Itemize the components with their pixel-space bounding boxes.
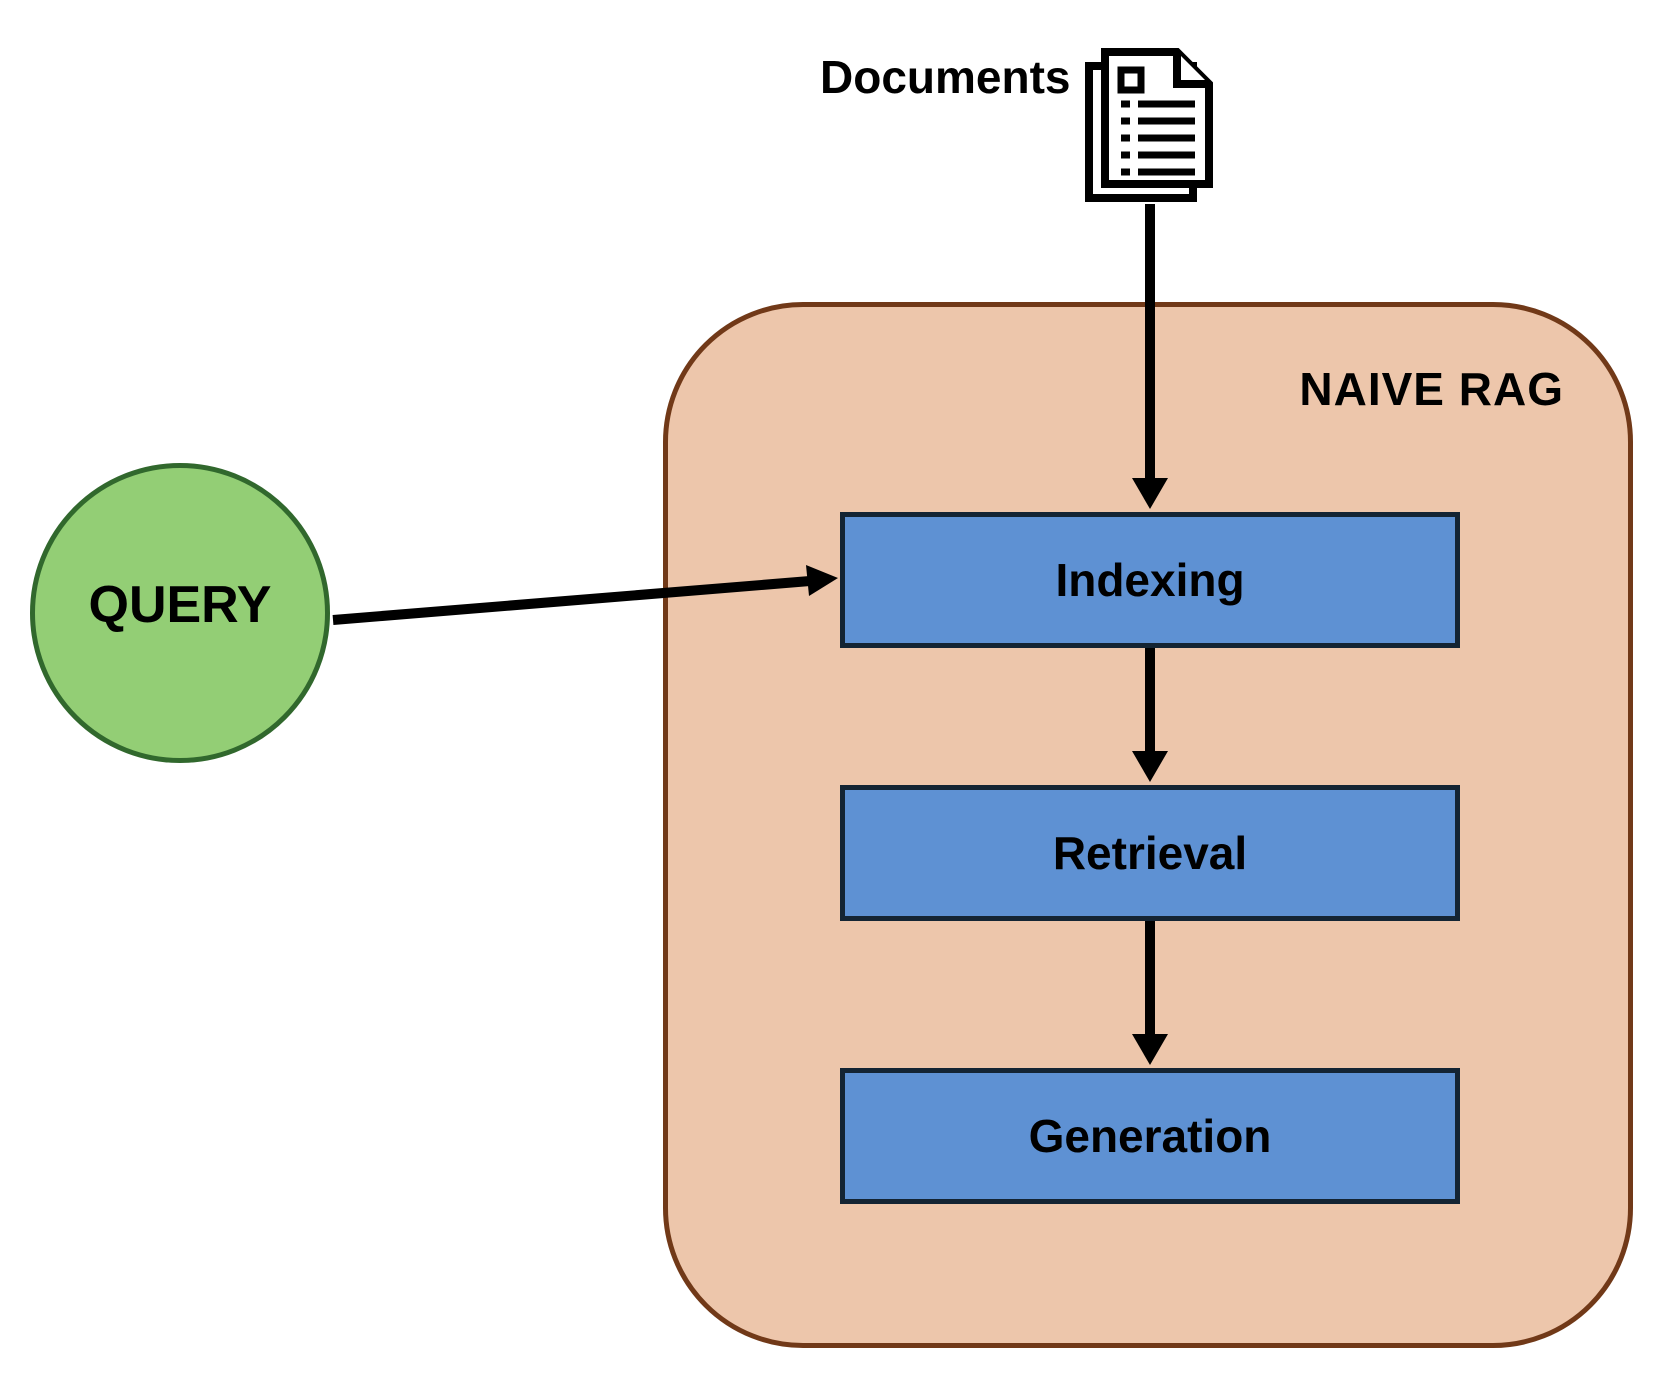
step-retrieval: Retrieval [840, 785, 1460, 921]
documents-label: Documents [820, 51, 1071, 103]
naive-rag-title: NAIVE RAG [1299, 363, 1564, 415]
step-generation-label: Generation [1028, 1110, 1272, 1162]
query-node: QUERY [30, 463, 330, 763]
document-stack-icon [1085, 48, 1213, 202]
query-label: QUERY [88, 576, 272, 634]
step-generation: Generation [840, 1068, 1460, 1204]
step-indexing-label: Indexing [1055, 554, 1245, 606]
step-retrieval-label: Retrieval [1052, 827, 1248, 879]
step-indexing: Indexing [840, 512, 1460, 648]
